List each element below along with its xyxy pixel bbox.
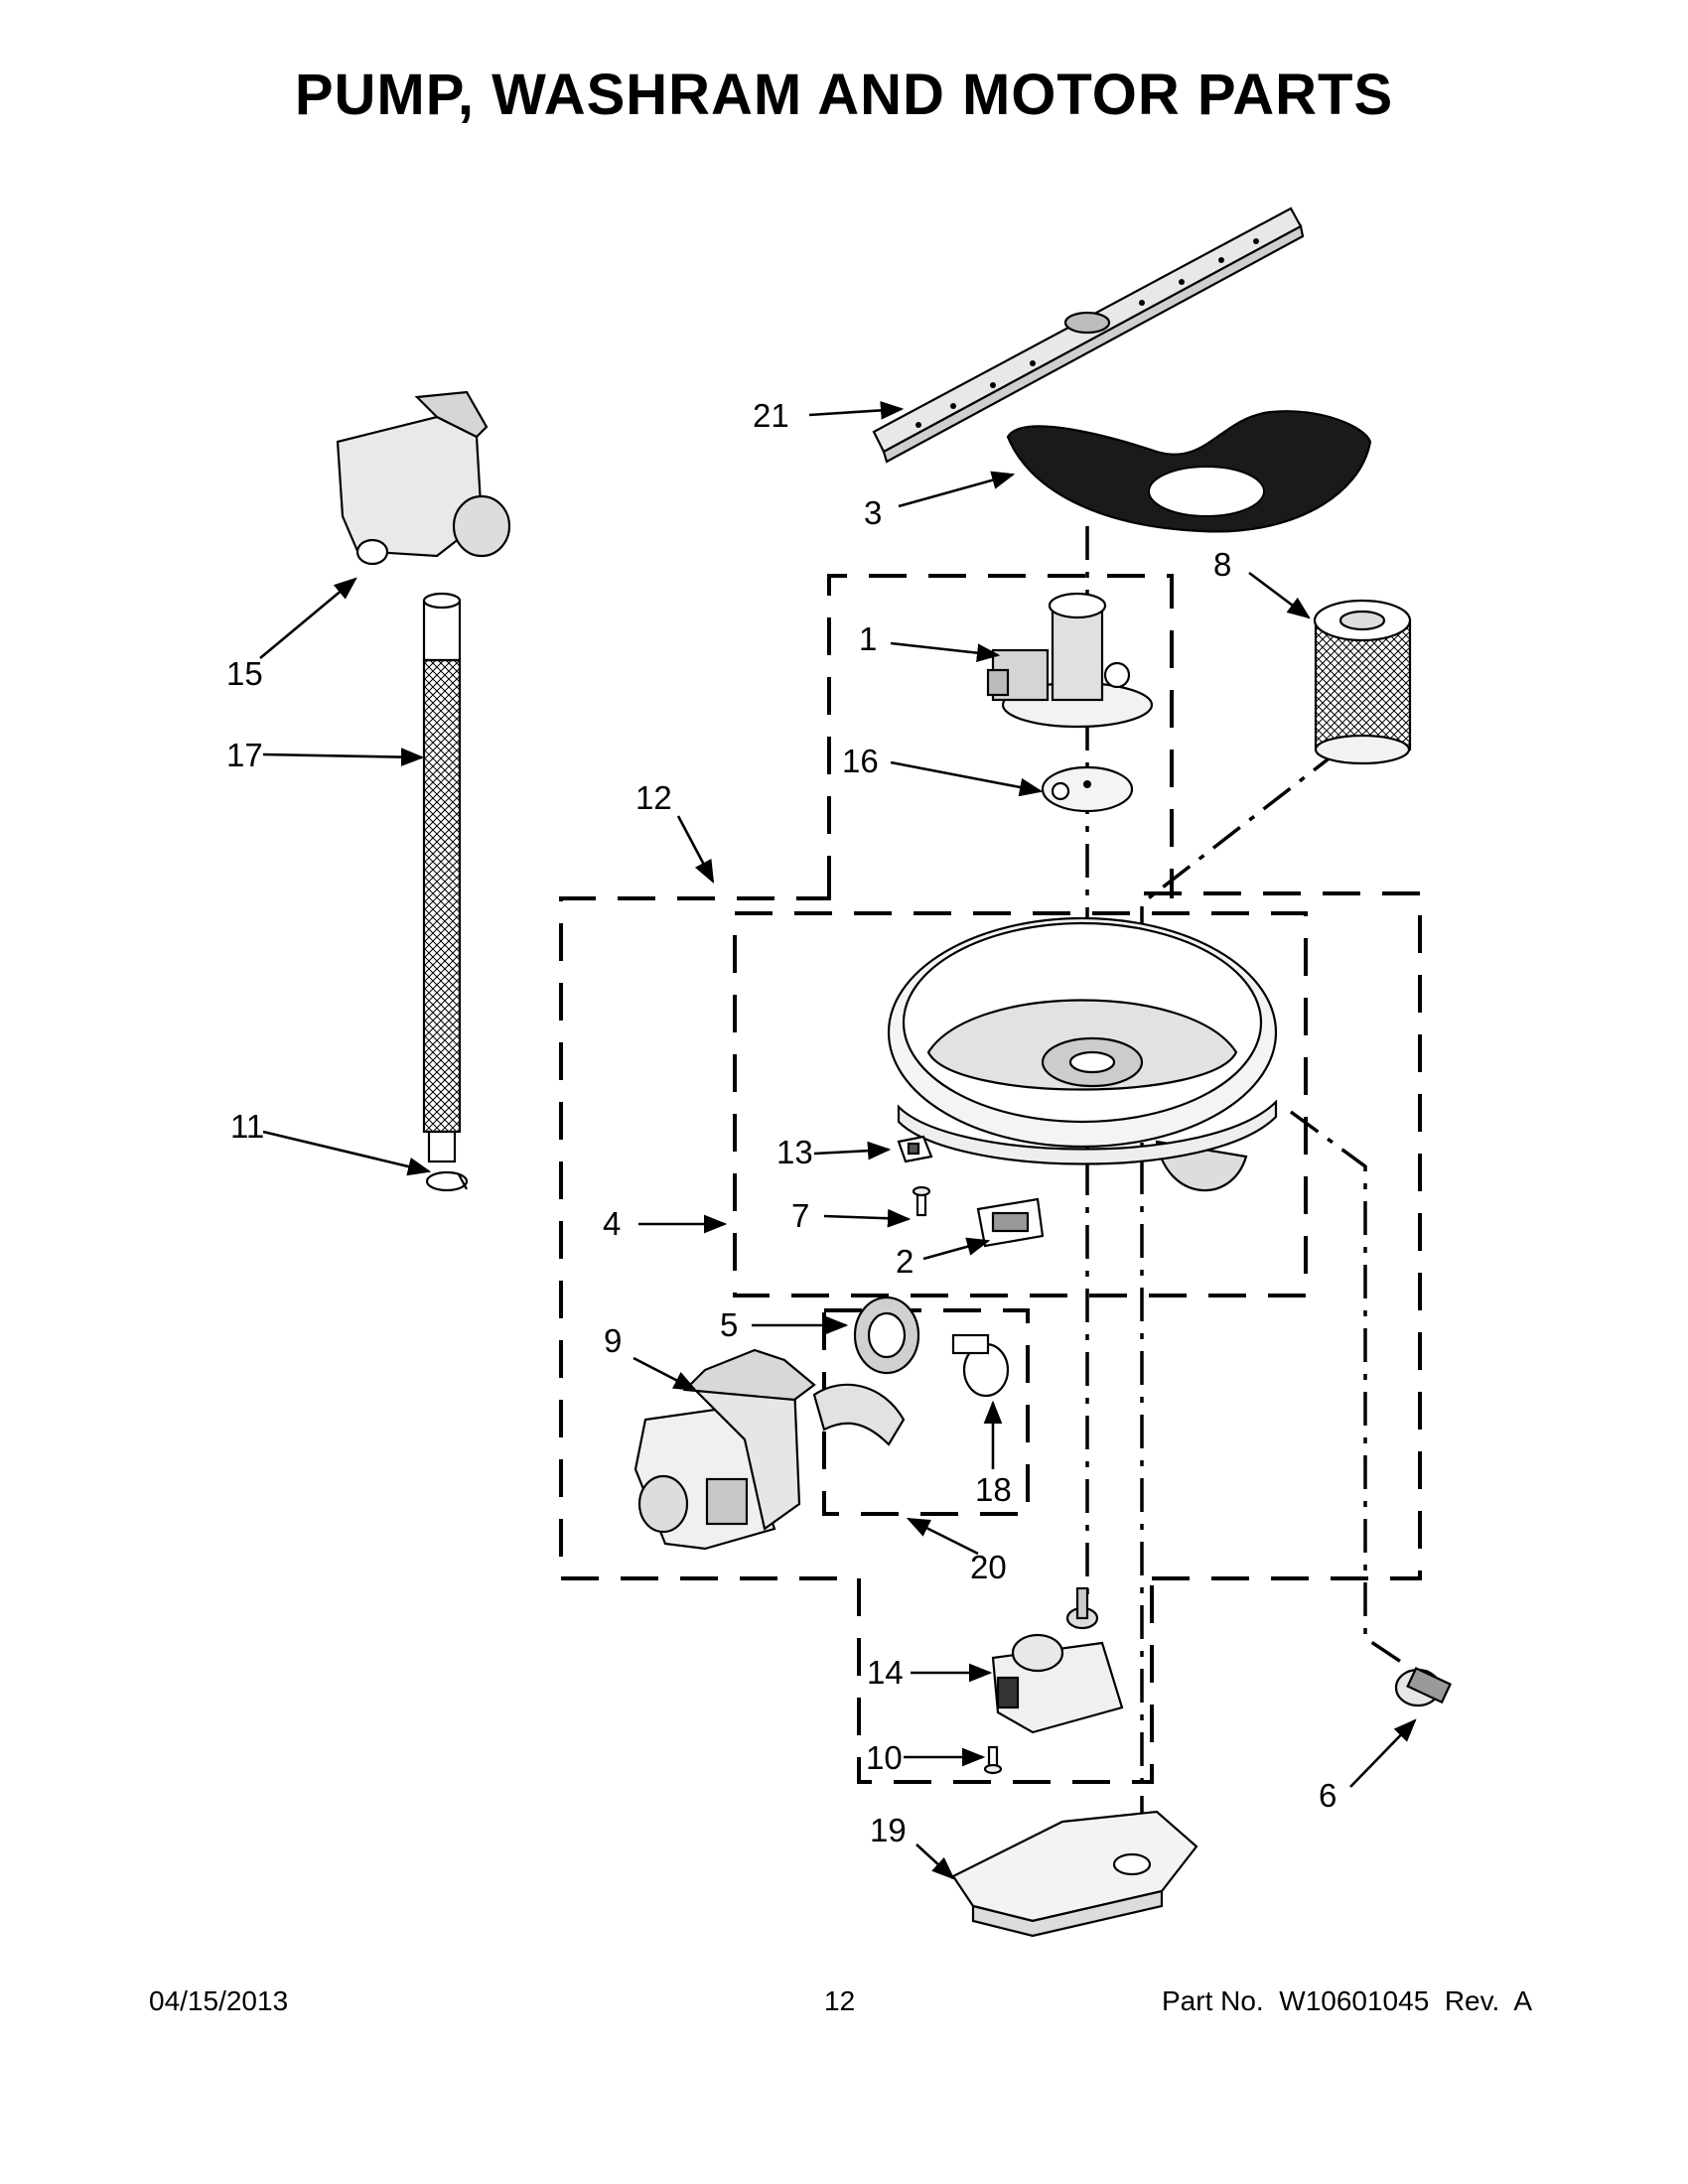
drain-hose-part	[422, 592, 462, 1163]
callout-6: 6	[1319, 1777, 1336, 1814]
callout-11: 11	[230, 1108, 264, 1145]
clamp-part	[951, 1333, 1010, 1398]
screw-part-10	[983, 1745, 1003, 1775]
callout-3: 3	[864, 494, 882, 531]
callout-13: 13	[776, 1134, 813, 1170]
gasket-part	[1041, 765, 1134, 813]
callout-2: 2	[896, 1243, 914, 1280]
callout-9: 9	[604, 1322, 622, 1359]
assembly-box-outer-top	[827, 574, 1174, 898]
assembly-box-20	[822, 1308, 1030, 1516]
callout-8: 8	[1213, 546, 1231, 583]
callout-4: 4	[603, 1205, 621, 1242]
sensor-clip-part	[897, 1135, 933, 1163]
callout-21: 21	[753, 397, 789, 434]
hose-clamp-part	[425, 1170, 469, 1192]
sensor-part-6	[1394, 1667, 1453, 1707]
callout-18: 18	[975, 1471, 1012, 1508]
footer-page-number: 12	[824, 1985, 856, 2016]
drain-pump-part	[336, 390, 511, 566]
callout-20: 20	[970, 1549, 1007, 1585]
base-bracket-part	[951, 1810, 1198, 1938]
callout-17: 17	[226, 737, 263, 773]
connector-part-2	[976, 1197, 1045, 1248]
callout-16: 16	[842, 743, 879, 779]
pump-motor-part	[633, 1348, 906, 1551]
footer-date: 04/15/2013	[149, 1985, 289, 2016]
assembly-line-filter	[1140, 748, 1342, 1817]
callout-7: 7	[791, 1197, 809, 1234]
callout-5: 5	[720, 1306, 738, 1343]
diverter-assembly-part	[986, 592, 1154, 729]
footer-part-number: Part No. W10601045 Rev. A	[1162, 1985, 1533, 2016]
filter-part	[1313, 599, 1412, 765]
assembly-box-12-outer	[559, 891, 1422, 1580]
shield-part	[1006, 410, 1372, 533]
diverter-motor-part	[991, 1586, 1124, 1734]
assembly-box-14	[857, 1578, 1154, 1784]
callout-12: 12	[635, 779, 672, 816]
leader-lines	[259, 401, 1417, 1880]
assembly-line-sensor	[1289, 1110, 1411, 1670]
callout-19: 19	[870, 1812, 907, 1848]
seal-part	[853, 1296, 920, 1375]
page-title: PUMP, WASHRAM AND MOTOR PARTS	[294, 63, 1394, 127]
callout-1: 1	[859, 620, 877, 657]
callout-10: 10	[866, 1739, 903, 1776]
sump-part	[887, 916, 1278, 1192]
callout-14: 14	[867, 1654, 904, 1691]
spray-arm-part	[872, 206, 1305, 464]
screw-part-7	[912, 1185, 931, 1217]
callout-15: 15	[226, 655, 263, 692]
